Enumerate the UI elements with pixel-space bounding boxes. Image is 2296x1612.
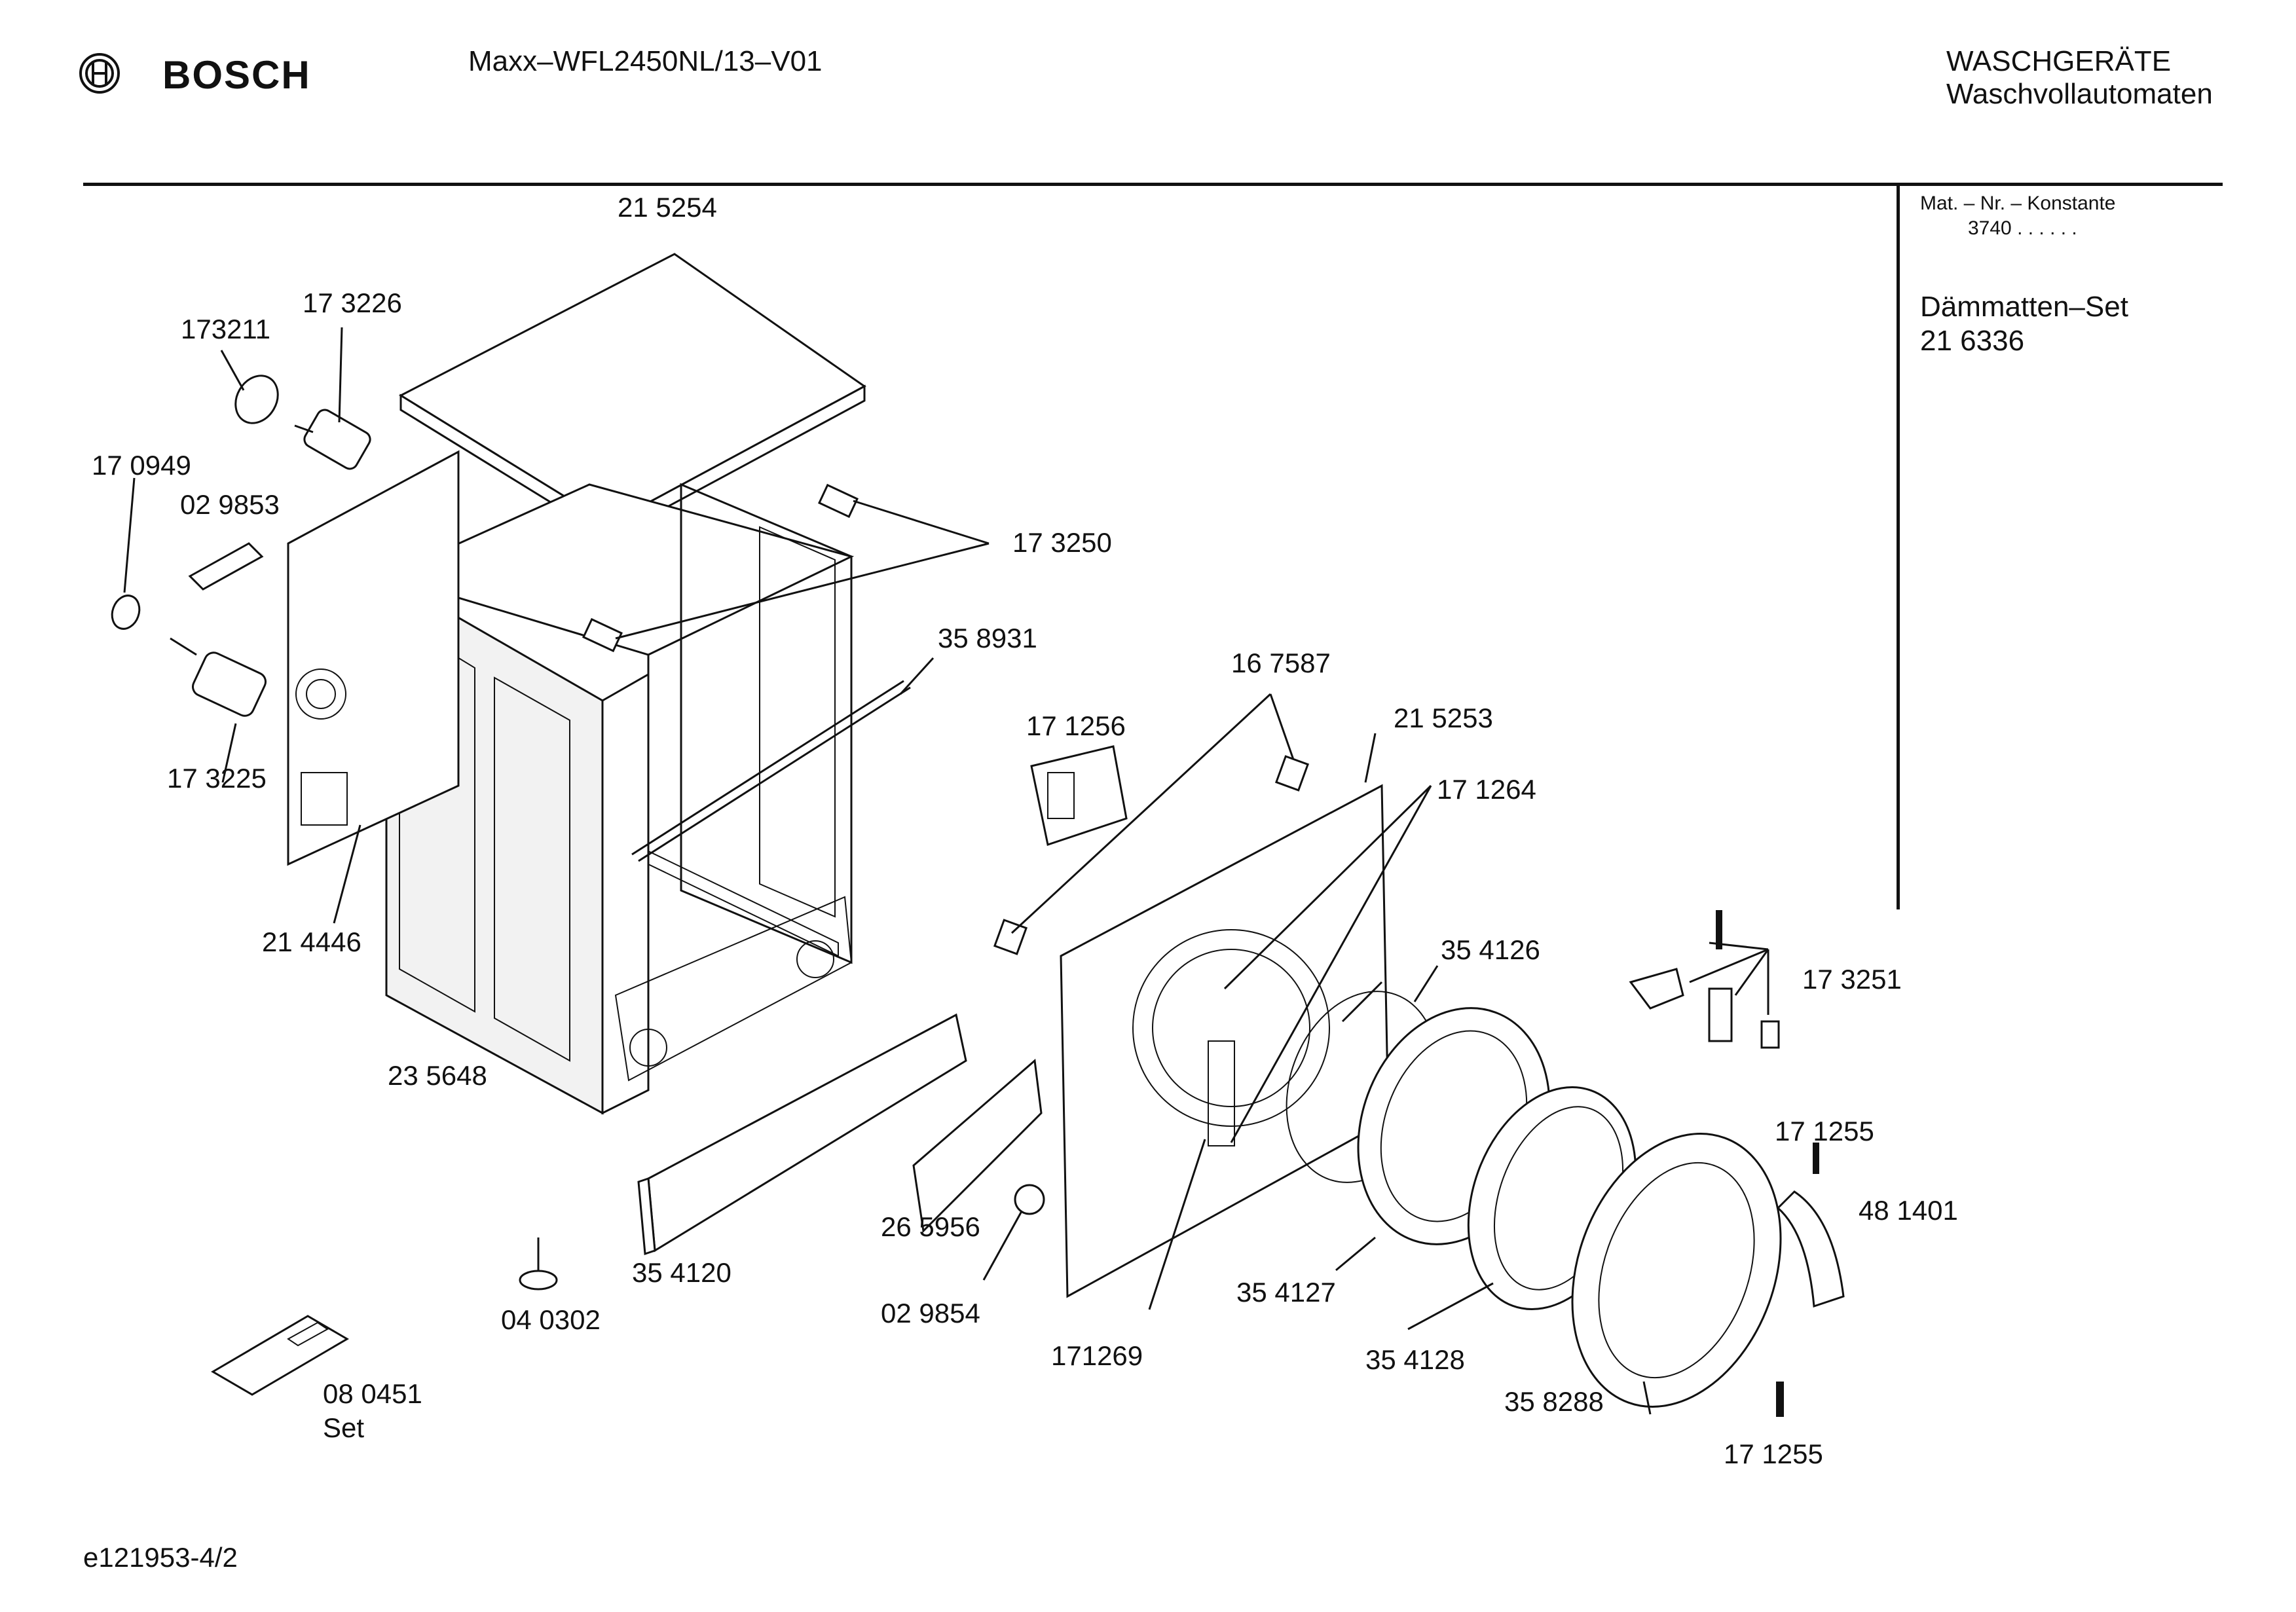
part-label-hook: 17 3251 [1802,964,1902,995]
part-label-hinge: 171269 [1051,1340,1143,1371]
part-label-door-frame: 35 4127 [1236,1277,1336,1308]
part-label-door-lock: 17 1256 [1026,710,1126,741]
rear-panel [287,450,460,866]
part-label-pin-upper: 17 1255 [1775,1116,1874,1146]
mat-number-value: 3740 . . . . . . [1968,217,2077,239]
part-label-clamp-ring: 35 4126 [1441,934,1540,965]
part-label-top-cover: 21 5254 [618,192,717,223]
document-id: e121953-4/2 [83,1542,238,1573]
bosch-logo [77,51,122,96]
part-label-clip: 17 3250 [1012,527,1112,558]
side-panel-divider [1897,183,1900,909]
part-label-handle: 26 5956 [881,1211,980,1242]
part-label-scale: 48 1401 [1859,1195,1958,1226]
insulation-set-name: Dämmatten–Set [1920,291,2128,323]
part-label-door-hinge: 17 1264 [1437,774,1536,805]
mat-number-label: Mat. – Nr. – Konstante [1920,192,2116,214]
part-label-damper-upper: 17 3226 [303,287,402,318]
part-label-cabinet: 23 5648 [388,1060,487,1091]
bosch-armature-icon [79,53,120,94]
part-label-door-glass: 35 4128 [1365,1344,1465,1375]
control-panel-parts [637,1013,1045,1256]
part-label-foot-set: 08 0451 [323,1378,422,1409]
part-label-door-ring: 35 8288 [1504,1386,1604,1417]
brand-name: BOSCH [162,53,311,97]
small-parts [111,375,1845,1417]
cabinet-housing [383,483,911,1115]
leader-lines [123,327,1769,1415]
part-label-pin-lower: 17 1255 [1724,1438,1823,1469]
model-number: Maxx–WFL2450NL/13–V01 [468,45,823,77]
part-label-damper-cap: 173211 [181,314,271,344]
category-title: WASCHGERÄTE [1946,45,2172,77]
category-subtitle: Waschvollautomaten [1946,78,2213,110]
part-label-damper-lower: 17 3225 [167,763,267,794]
header-divider [83,183,2223,186]
part-label-hinge-clip: 16 7587 [1231,648,1331,678]
front-panel [1060,784,1390,1298]
door-assembly [1286,981,1782,1408]
part-label-rear-panel: 21 4446 [262,926,361,957]
part-label-cap-small: 17 0949 [92,450,191,481]
part-label-control-panel: 35 4120 [632,1257,731,1288]
part-label-foot-set-suffix: Set [323,1412,365,1443]
part-label-foot-screw: 04 0302 [501,1304,601,1335]
part-label-crossbar: 35 8931 [938,623,1037,653]
part-label-front-panel: 21 5253 [1394,703,1493,733]
part-label-bracket: 02 9853 [180,489,280,520]
insulation-set-number: 21 6336 [1920,325,2025,357]
part-label-knob: 02 9854 [881,1298,980,1328]
